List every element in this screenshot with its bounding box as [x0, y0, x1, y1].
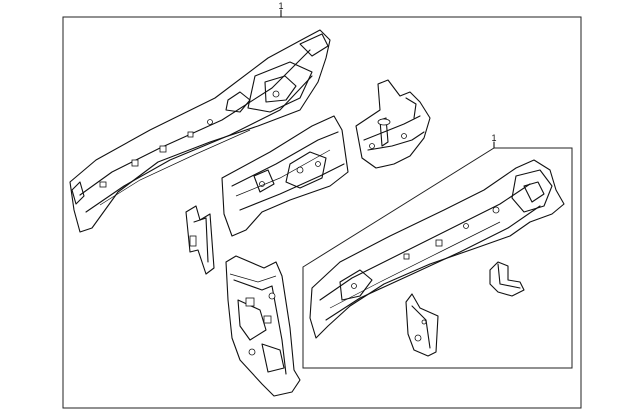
- upper-side-rail: [69, 29, 331, 233]
- triangular-bracket: [405, 293, 439, 357]
- callout-label-sub: 1: [491, 133, 496, 143]
- callout-label-main: 1: [278, 1, 283, 11]
- small-gusset: [489, 261, 525, 297]
- strut-mount-bracket: [355, 79, 431, 169]
- outer-frame: [62, 16, 582, 409]
- subassembly-frame: [302, 147, 573, 369]
- lower-support-bracket: [225, 255, 301, 397]
- small-vertical-bracket: [185, 205, 215, 275]
- lower-side-rail: [309, 159, 565, 339]
- apron-panel: [221, 115, 349, 237]
